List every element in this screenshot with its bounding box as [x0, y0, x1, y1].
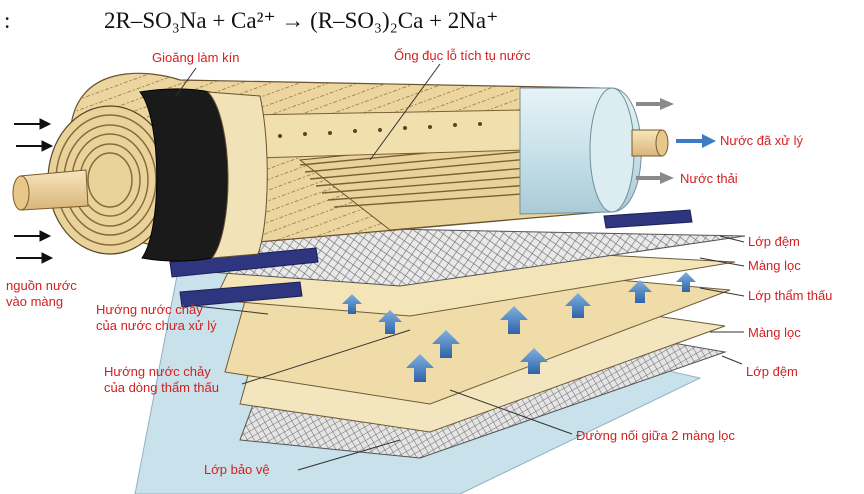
flow-arrow-8: [406, 354, 434, 382]
source-water-arrows: [14, 118, 54, 264]
label-source-line2: vào màng: [6, 294, 64, 309]
treated-water-arrow-icon: [676, 134, 716, 148]
label-untreated-flow: Hướng nước chảy của nước chưa xử lý: [96, 302, 217, 334]
waste-water-arrow-icon: [636, 172, 674, 184]
equation-formula: 2R–SO₃Na + Ca²⁺ → (R–SO₃)₂Ca + 2Na⁺: [104, 8, 499, 33]
flow-arrow-4: [500, 306, 528, 334]
label-seam: Đường nối giữa 2 màng lọc: [576, 428, 735, 443]
flow-arrow-6: [628, 280, 652, 303]
flow-arrow-2: [378, 310, 402, 334]
label-spacer-top: Lớp đệm: [748, 234, 800, 249]
ion-exchange-equation: : 2R–SO₃Na + Ca²⁺ → (R–SO₃)₂Ca + 2Na⁺: [0, 8, 864, 42]
label-perforated-tube: Ống đục lỗ tích tụ nước: [394, 48, 531, 63]
central-tube-left: [12, 169, 89, 211]
inlet-arrow-icon: [16, 140, 54, 152]
roll-outer-band: [206, 91, 268, 259]
flow-arrow-9: [520, 348, 548, 374]
label-permeate-layer: Lớp thẩm thấu: [748, 288, 833, 303]
inlet-arrow-icon: [14, 230, 52, 242]
waste-water-arrow-top-icon: [636, 98, 674, 110]
label-permeate-flow-line2: của dòng thẩm thấu: [104, 380, 219, 395]
label-source-line1: nguồn nước: [6, 278, 77, 293]
label-treated-water: Nước đã xử lý: [720, 133, 804, 148]
label-protective-layer: Lớp bảo vệ: [204, 462, 270, 477]
permeate-flow-arrows: [342, 272, 696, 382]
label-membrane-bottom: Màng lọc: [748, 325, 801, 340]
inlet-bar-2: [179, 281, 303, 308]
inlet-arrow-icon: [14, 118, 52, 130]
label-source-water: nguồn nước vào màng: [6, 278, 77, 310]
label-spacer-bottom: Lớp đệm: [746, 364, 798, 379]
label-permeate-flow-line1: Hướng nước chảy: [104, 364, 211, 379]
label-membrane-top: Màng lọc: [748, 258, 801, 273]
central-tube-right: [631, 129, 669, 157]
label-untreated-flow-line1: Hướng nước chảy: [96, 302, 203, 317]
label-untreated-flow-line2: của nước chưa xử lý: [96, 318, 217, 333]
inlet-bar-1: [169, 247, 319, 278]
housing-shell: [519, 87, 642, 215]
leader-lines: [175, 63, 745, 471]
label-gasket: Gioăng làm kín: [152, 50, 240, 65]
flow-arrow-5: [565, 293, 591, 318]
inlet-bars: [169, 209, 693, 308]
equation-prefix: :: [4, 8, 11, 33]
label-permeate-flow: Hướng nước chảy của dòng thẩm thấu: [104, 364, 219, 396]
flow-arrow-1: [342, 294, 362, 314]
flow-arrow-3: [432, 330, 460, 358]
inlet-arrow-icon: [16, 252, 54, 264]
label-waste-water: Nước thải: [680, 171, 738, 186]
flow-arrow-7: [676, 272, 696, 292]
inlet-bar-3: [603, 209, 693, 229]
